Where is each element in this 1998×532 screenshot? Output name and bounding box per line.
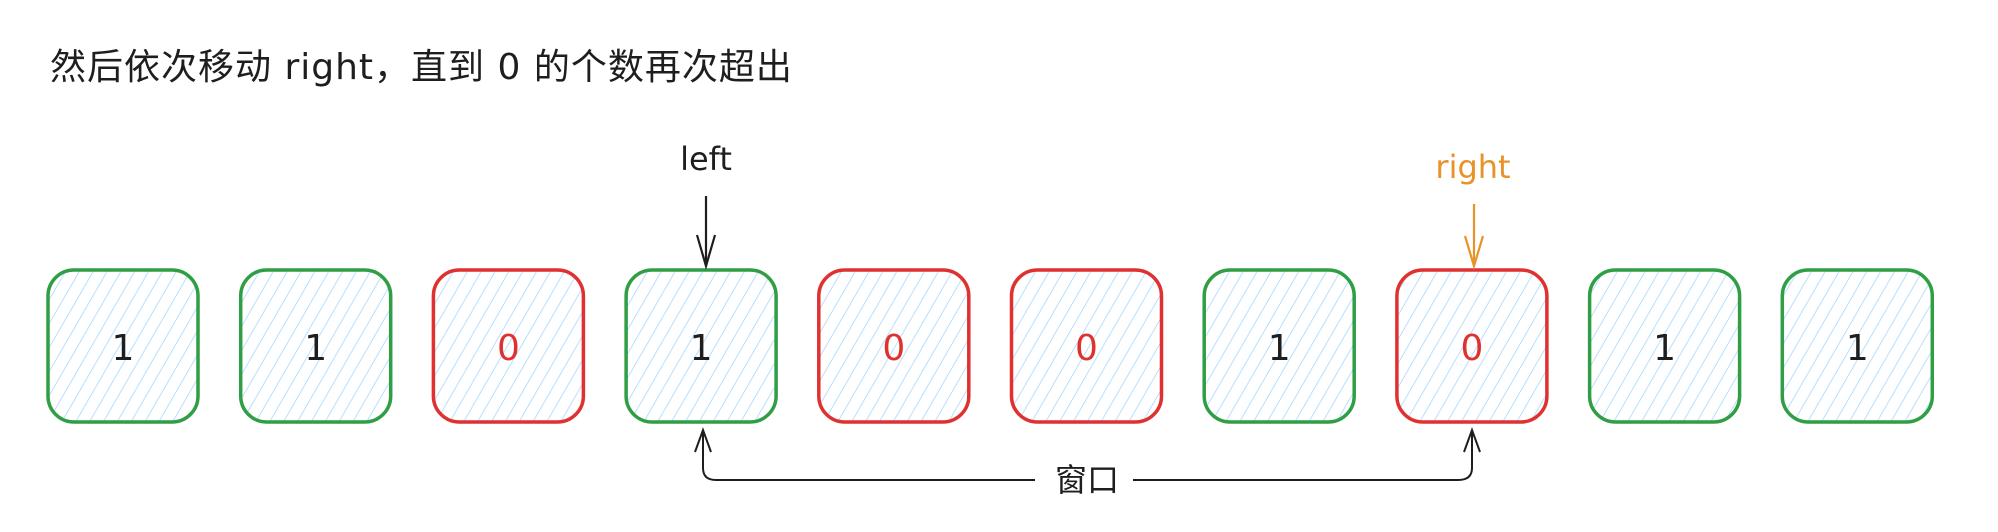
array-cell: 1	[238, 268, 393, 424]
cell-box	[1395, 268, 1549, 424]
array-cell: 1	[1202, 268, 1356, 424]
array-cell: 0	[817, 268, 971, 424]
cell-value: 0	[882, 328, 905, 369]
cell-box	[1009, 268, 1164, 424]
cell-value: 1	[690, 328, 713, 369]
array-cell: 0	[1395, 268, 1549, 424]
cell-value: 1	[1268, 328, 1291, 369]
cell-box	[1780, 268, 1935, 424]
array-cell: 0	[431, 268, 586, 424]
cell-value: 1	[112, 328, 135, 369]
cell-value: 0	[1460, 328, 1483, 369]
cell-value: 1	[304, 328, 327, 369]
cell-value: 0	[497, 328, 520, 369]
cell-value: 1	[1653, 328, 1676, 369]
cell-box	[1202, 268, 1356, 424]
window-bracket-icon	[694, 427, 1481, 481]
cell-box	[1587, 268, 1742, 424]
array-cell: 1	[1780, 268, 1935, 424]
cell-value: 1	[1846, 328, 1869, 369]
cell-box	[46, 268, 200, 424]
array-cell: 1	[624, 268, 778, 424]
array-cell: 1	[46, 268, 200, 424]
array-cell: 0	[1009, 268, 1164, 424]
cell-box	[624, 268, 778, 424]
right-pointer-label: right	[1435, 148, 1510, 186]
cell-value: 0	[1075, 328, 1098, 369]
diagram-title: 然后依次移动 right，直到 0 的个数再次超出	[50, 47, 793, 88]
left-pointer-label: left	[680, 140, 732, 178]
cell-box	[817, 268, 971, 424]
array-cell: 1	[1587, 268, 1742, 424]
left-arrow-icon	[695, 196, 717, 270]
right-arrow-icon	[1463, 204, 1485, 270]
cell-box	[238, 268, 393, 424]
cell-box	[431, 268, 586, 424]
window-label: 窗口	[1055, 461, 1119, 499]
